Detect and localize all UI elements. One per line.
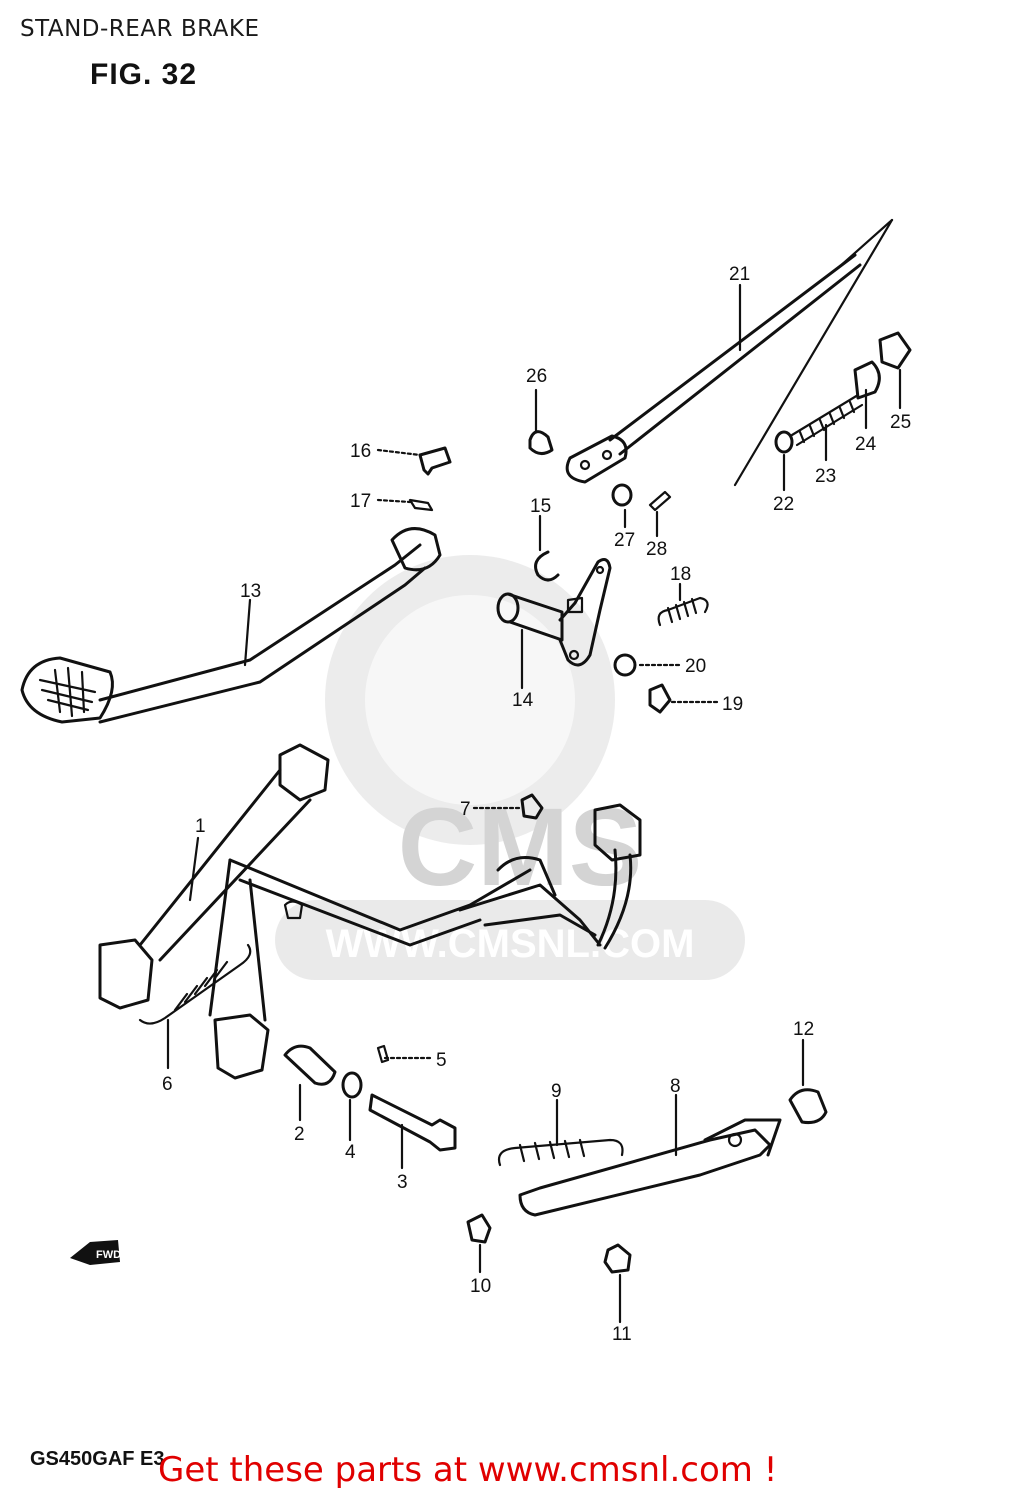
part-22-25-adjuster xyxy=(774,331,912,454)
page-title: STAND-REAR BRAKE xyxy=(20,16,260,42)
callout-14: 14 xyxy=(512,690,534,711)
callout-4: 4 xyxy=(345,1142,356,1163)
callout-10: 10 xyxy=(470,1276,491,1297)
part-4-washer xyxy=(341,1071,363,1099)
callout-12: 12 xyxy=(793,1019,814,1040)
callout-26: 26 xyxy=(526,366,547,387)
callout-25: 25 xyxy=(890,412,911,433)
fwd-label: FWD xyxy=(96,1249,121,1261)
callout-11: 11 xyxy=(612,1324,632,1345)
part-18-spring xyxy=(657,596,709,627)
part-19-bolt xyxy=(648,683,672,714)
part-17-pin xyxy=(408,498,434,512)
callout-numbers: 1 2 3 4 5 6 7 8 9 10 11 12 13 14 15 16 1… xyxy=(162,264,911,1345)
figure-label: FIG. 32 xyxy=(90,58,198,91)
footer-parts-link[interactable]: Get these parts at www.cmsnl.com ! xyxy=(158,1450,778,1490)
callout-1: 1 xyxy=(195,816,206,837)
callout-24: 24 xyxy=(855,434,877,455)
part-26-clip xyxy=(528,430,554,455)
part-28-pin xyxy=(648,490,672,512)
callout-15: 15 xyxy=(530,496,551,517)
callout-19: 19 xyxy=(722,694,743,715)
callout-21: 21 xyxy=(729,264,750,285)
part-27-washer xyxy=(611,483,633,507)
watermark: CMS WWW.CMSNL.COM xyxy=(275,555,745,980)
part-9-spring xyxy=(497,1138,624,1167)
callout-2: 2 xyxy=(294,1124,305,1145)
part-12-rubber xyxy=(788,1088,828,1124)
part-16-bolt xyxy=(418,446,452,476)
callout-17: 17 xyxy=(350,491,371,512)
part-5-pin xyxy=(376,1044,390,1064)
part-8-side-stand xyxy=(518,1118,782,1217)
callout-3: 3 xyxy=(397,1172,408,1193)
callout-6: 6 xyxy=(162,1074,173,1095)
callout-8: 8 xyxy=(670,1076,681,1097)
fwd-arrow: FWD xyxy=(70,1240,121,1265)
callout-22: 22 xyxy=(773,494,794,515)
callout-16: 16 xyxy=(350,441,371,462)
part-20-washer xyxy=(613,653,637,677)
part-21-brake-rod xyxy=(565,253,862,484)
part-14-shaft xyxy=(496,558,612,667)
callout-5: 5 xyxy=(436,1050,447,1071)
callout-9: 9 xyxy=(551,1081,562,1102)
callout-27: 27 xyxy=(614,530,635,551)
callout-13: 13 xyxy=(240,581,261,602)
part-15-circlip xyxy=(534,550,560,582)
part-1-center-stand xyxy=(98,743,642,1080)
part-2-bushing xyxy=(283,1044,337,1086)
part-6-spring xyxy=(138,943,252,1025)
part-7-nut xyxy=(520,793,544,820)
callout-18: 18 xyxy=(670,564,691,585)
callout-28: 28 xyxy=(646,539,667,560)
model-code: GS450GAF E3 xyxy=(30,1448,165,1470)
callout-23: 23 xyxy=(815,466,836,487)
watermark-url: WWW.CMSNL.COM xyxy=(326,922,695,966)
watermark-brand: CMS xyxy=(398,786,642,909)
callout-7: 7 xyxy=(460,799,471,820)
callout-20: 20 xyxy=(685,656,706,677)
part-11-nut xyxy=(603,1243,632,1274)
part-10-bolt xyxy=(466,1213,492,1244)
part-3-bolt xyxy=(368,1093,457,1152)
part-13-brake-pedal xyxy=(20,527,442,724)
